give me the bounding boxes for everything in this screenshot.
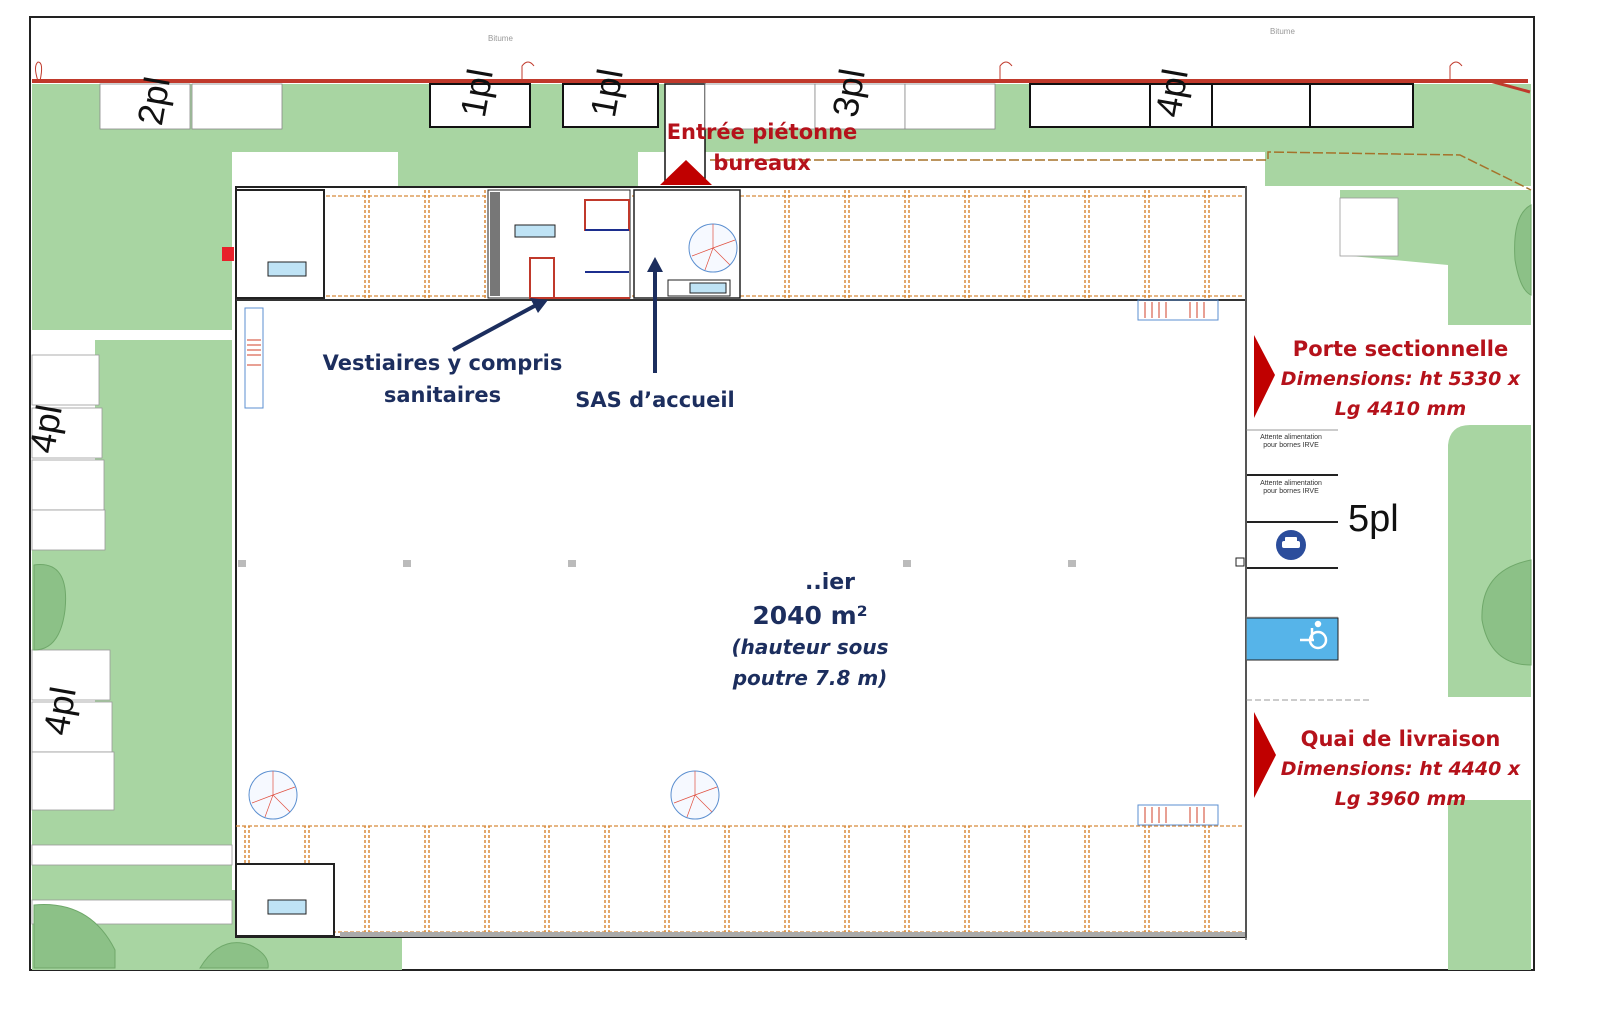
parking-bays-top xyxy=(99,83,1414,188)
changing-rooms-annotation: Vestiaires y compris sanitaires xyxy=(320,347,565,411)
annotation-backgrounds xyxy=(1280,330,1530,800)
street-label: Bitume xyxy=(1270,27,1295,36)
wheelchair-icon xyxy=(1300,620,1328,650)
workshop-name: ..ier xyxy=(804,570,856,595)
property-fence xyxy=(32,61,1532,191)
parking-count-label: 1pl xyxy=(452,65,501,121)
entrance-annotation: Entrée piétonne bureaux xyxy=(662,117,862,179)
technical-room-bottom-left xyxy=(235,863,335,937)
parking-count-label: 4pl xyxy=(35,683,84,739)
accessible-parking-bay xyxy=(1245,617,1339,661)
ev-spot-label: Attente alimentation pour bornes IRVE xyxy=(1260,434,1322,449)
mezzanine-rack-bottom xyxy=(236,826,1242,932)
reception-annotation: SAS d’accueil xyxy=(570,386,740,414)
stair-icon xyxy=(244,299,1219,826)
loading-dock-dims: Dimensions: ht 4440 x xyxy=(1280,758,1521,780)
reception-label: SAS d’accueil xyxy=(575,388,735,412)
sectional-door-dims: Dimensions: ht 5330 x xyxy=(1280,368,1521,390)
staircase-steps xyxy=(251,224,736,818)
changing-rooms-title: Vestiaires y compris xyxy=(322,351,563,375)
sectional-door-annotation: Porte sectionnelle Dimensions: ht 5330 x… xyxy=(1278,334,1523,424)
arrow-head xyxy=(530,298,548,313)
loading-dock-arrow-icon xyxy=(1254,712,1276,798)
sectional-door-title: Porte sectionnelle xyxy=(1292,337,1509,361)
parking-count-label: 4pl xyxy=(1147,65,1196,121)
arrow-head xyxy=(647,257,663,272)
loading-dock-title: Quai de livraison xyxy=(1300,727,1501,751)
changing-rooms-block xyxy=(487,189,631,299)
technical-room-top-left xyxy=(222,189,325,299)
loading-dock-dims: Lg 3960 mm xyxy=(1334,788,1467,810)
parking-bays-right xyxy=(1245,186,1399,940)
ev-charging-car-icon xyxy=(1276,530,1306,560)
parking-bays-left xyxy=(31,354,233,925)
street-label: Bitume xyxy=(488,34,513,43)
workshop-annotation: ..ier 2040 m² (hauteur sous poutre 7.8 m… xyxy=(700,566,920,694)
workshop-height-line1: (hauteur sous xyxy=(731,635,889,659)
sectional-door-dims: Lg 4410 mm xyxy=(1334,398,1467,420)
stair-steps xyxy=(247,302,1205,823)
parking-count-label: 5pl xyxy=(1348,498,1399,540)
parking-count-label: 2pl xyxy=(129,73,178,129)
entrance-arrow-icon xyxy=(660,160,712,185)
entrance-title: Entrée piétonne xyxy=(666,120,858,144)
tree-icon xyxy=(33,204,1532,969)
workshop-height-line2: poutre 7.8 m) xyxy=(732,666,888,690)
building-columns xyxy=(238,557,1245,567)
pointer-arrows xyxy=(452,265,657,373)
parking-count-label: 4pl xyxy=(21,401,70,457)
changing-rooms-subtitle: sanitaires xyxy=(383,383,502,407)
parking-count-label: 3pl xyxy=(824,65,873,121)
entrance-subtitle: bureaux xyxy=(713,151,811,175)
workshop-area: 2040 m² xyxy=(752,601,868,630)
loading-dock-annotation: Quai de livraison Dimensions: ht 4440 x … xyxy=(1278,724,1523,814)
ev-spot-label: Attente alimentation pour bornes IRVE xyxy=(1260,480,1322,495)
mezzanine-rack-top xyxy=(326,190,1242,298)
sectional-door-arrow-icon xyxy=(1254,335,1275,418)
parking-count-label: 1pl xyxy=(582,65,631,121)
